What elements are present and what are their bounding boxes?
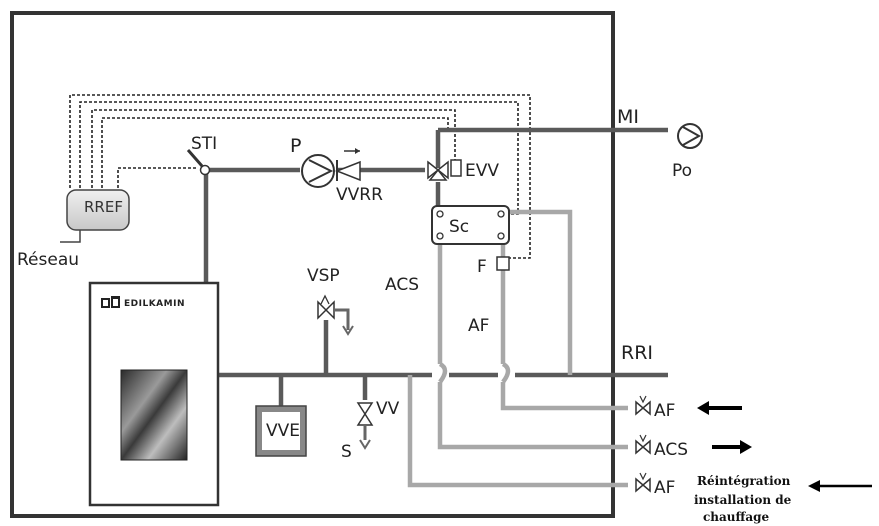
- rref-tank: [60, 189, 130, 243]
- label-out-acs: ACS: [654, 440, 688, 460]
- label-acs-inner: ACS: [385, 275, 419, 295]
- inlet-arrow-icon: [697, 401, 742, 415]
- primary-pipes: [203, 127, 668, 406]
- label-vv: VV: [376, 399, 400, 419]
- label-reintegration-1: Réintégration: [697, 474, 791, 488]
- label-reintegration-2: installation de: [694, 493, 792, 507]
- label-sc: Sc: [449, 217, 469, 237]
- label-s: S: [341, 442, 352, 462]
- stove-unit: [88, 281, 220, 507]
- label-sti: STI: [191, 134, 217, 154]
- control-lines: [69, 94, 531, 259]
- outlet-valve-af1: [635, 395, 651, 416]
- outlet-arrow-icon: [712, 440, 752, 454]
- return-arrow-icon: [808, 480, 872, 492]
- label-pump: P: [290, 135, 301, 157]
- label-reintegration-3: chauffage: [703, 510, 770, 524]
- enclosure-frame: [10, 11, 615, 518]
- pump-icon: [301, 154, 335, 188]
- sti-sensor: [186, 149, 211, 176]
- label-out-af2: AF: [654, 478, 675, 498]
- brand-logo-icon: [101, 296, 120, 308]
- label-rri: RRI: [621, 342, 653, 364]
- label-reseau: Réseau: [17, 250, 79, 270]
- secondary-pipes: [407, 209, 628, 488]
- label-f: F: [477, 257, 487, 277]
- heat-exchanger: [431, 205, 510, 245]
- label-vvrr: VVRR: [336, 185, 383, 205]
- label-rref: RREF: [84, 198, 123, 216]
- label-mi: MI: [617, 106, 639, 128]
- drain-valve-icon: [356, 402, 374, 450]
- flow-switch-icon: [496, 256, 510, 271]
- outlet-valve-af2: [635, 472, 651, 493]
- label-vve: VVE: [266, 421, 300, 441]
- outlet-valve-acs: [635, 434, 651, 455]
- label-vsp: VSP: [307, 266, 340, 286]
- label-af-inner: AF: [468, 316, 489, 336]
- check-valve-icon: [334, 148, 361, 182]
- label-evv: EVV: [465, 161, 499, 181]
- external-pump-icon: [677, 123, 703, 149]
- three-way-valve-icon: [427, 159, 462, 181]
- label-out-af1: AF: [654, 401, 675, 421]
- expansion-vessel: [255, 405, 307, 457]
- label-po: Po: [672, 161, 692, 181]
- safety-valve-icon: [317, 294, 354, 336]
- label-brand: EDILKAMIN: [124, 299, 185, 309]
